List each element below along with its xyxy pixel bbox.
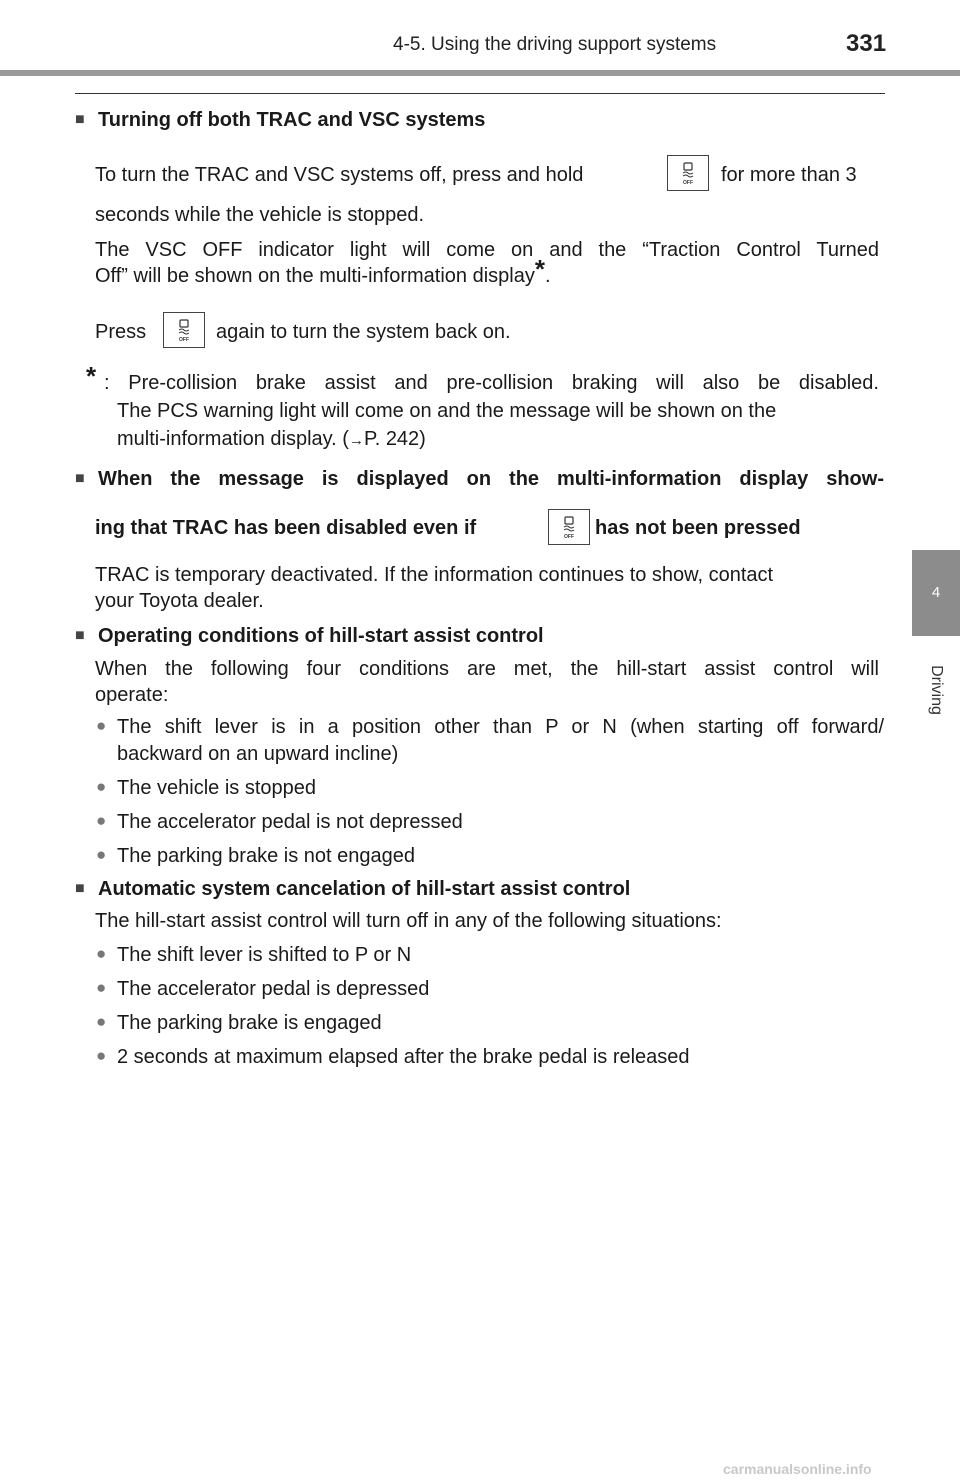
list-item: The accelerator pedal is not depressed bbox=[117, 811, 463, 833]
vsc-off-icon: OFF bbox=[178, 319, 190, 343]
watermark: carmanualsonline.info bbox=[723, 1461, 872, 1477]
content-top-rule bbox=[75, 93, 885, 94]
list-item: The vehicle is stopped bbox=[117, 777, 317, 799]
list-item: The shift lever is shifted to P or N bbox=[117, 944, 412, 966]
paragraph-text: To turn the TRAC and VSC systems off, pr… bbox=[95, 164, 584, 186]
footnote-text: multi-information display. ( bbox=[117, 428, 349, 450]
square-marker-icon: ■ bbox=[75, 470, 85, 487]
bullet-icon: ● bbox=[96, 1012, 107, 1031]
paragraph-text: Press bbox=[95, 321, 147, 343]
paragraph-text: The VSC OFF indicator light will come on… bbox=[95, 239, 879, 261]
section-heading: Turning off both TRAC and VSC systems bbox=[98, 109, 486, 131]
list-item: The parking brake is not engaged bbox=[117, 845, 415, 867]
bullet-icon: ● bbox=[96, 716, 107, 735]
vsc-off-button-icon: OFF bbox=[548, 509, 590, 545]
svg-text:OFF: OFF bbox=[564, 534, 574, 540]
list-item: The accelerator pedal is depressed bbox=[117, 978, 430, 1000]
paragraph-text: for more than 3 bbox=[721, 164, 857, 186]
bullet-icon: ● bbox=[96, 777, 107, 796]
footnote-line: * bbox=[86, 363, 96, 396]
svg-text:OFF: OFF bbox=[179, 337, 189, 343]
bullet-icon: ● bbox=[96, 811, 107, 830]
page-number: 331 bbox=[846, 30, 887, 57]
vsc-off-button-icon: OFF bbox=[667, 155, 709, 191]
section-title: 4-5. Using the driving support systems bbox=[393, 34, 717, 55]
square-marker-icon: ■ bbox=[75, 111, 85, 128]
section-heading: Operating conditions of hill-start assis… bbox=[98, 625, 544, 647]
bullet-icon: ● bbox=[96, 845, 107, 864]
bullet-icon: ● bbox=[96, 978, 107, 997]
chapter-tab[interactable]: 4 bbox=[912, 550, 960, 636]
footnote-asterisk: * bbox=[86, 361, 97, 391]
list-item: 2 seconds at maximum elapsed after the b… bbox=[117, 1046, 690, 1068]
vsc-off-button-icon: OFF bbox=[163, 312, 205, 348]
paragraph-text: your Toyota dealer. bbox=[95, 590, 264, 612]
section-heading: has not been pressed bbox=[595, 517, 801, 539]
footnote-asterisk: * bbox=[534, 254, 545, 284]
vsc-off-icon: OFF bbox=[682, 162, 694, 186]
arrow-icon: → bbox=[348, 432, 364, 449]
paragraph-text: When the following four conditions are m… bbox=[95, 658, 879, 680]
paragraph-text: seconds while the vehicle is stopped. bbox=[95, 204, 425, 226]
paragraph-text: . bbox=[544, 265, 551, 287]
footnote-text: multi-information display. (→P. 242) bbox=[117, 426, 426, 454]
svg-text:OFF: OFF bbox=[683, 180, 693, 186]
section-heading: ing that TRAC has been disabled even if bbox=[95, 517, 477, 539]
footnote-text: : Pre-collision brake assist and pre-col… bbox=[104, 372, 879, 394]
square-marker-icon: ■ bbox=[75, 880, 85, 897]
section-heading: When the message is displayed on the mul… bbox=[98, 468, 884, 490]
list-item: backward on an upward incline) bbox=[117, 743, 399, 765]
header-rule bbox=[0, 70, 960, 76]
footnote-text: The PCS warning light will come on and t… bbox=[117, 400, 777, 422]
list-item: The parking brake is engaged bbox=[117, 1012, 382, 1034]
paragraph-text: again to turn the system back on. bbox=[216, 321, 511, 343]
square-marker-icon: ■ bbox=[75, 627, 85, 644]
paragraph-text: The hill-start assist control will turn … bbox=[95, 910, 722, 932]
list-item: The shift lever is in a position other t… bbox=[117, 716, 884, 738]
paragraph-text: Off” will be shown on the multi-informat… bbox=[95, 265, 535, 287]
page-reference-link[interactable]: P. 242) bbox=[363, 428, 426, 450]
bullet-icon: ● bbox=[96, 1046, 107, 1065]
vsc-off-icon: OFF bbox=[563, 516, 575, 540]
paragraph-text: TRAC is temporary deactivated. If the in… bbox=[95, 564, 774, 586]
bullet-icon: ● bbox=[96, 944, 107, 963]
paragraph-text: operate: bbox=[95, 684, 169, 706]
chapter-label: Driving bbox=[928, 665, 945, 715]
section-heading: Automatic system cancelation of hill-sta… bbox=[98, 878, 631, 900]
paragraph-text: Off” will be shown on the multi-informat… bbox=[95, 256, 551, 289]
